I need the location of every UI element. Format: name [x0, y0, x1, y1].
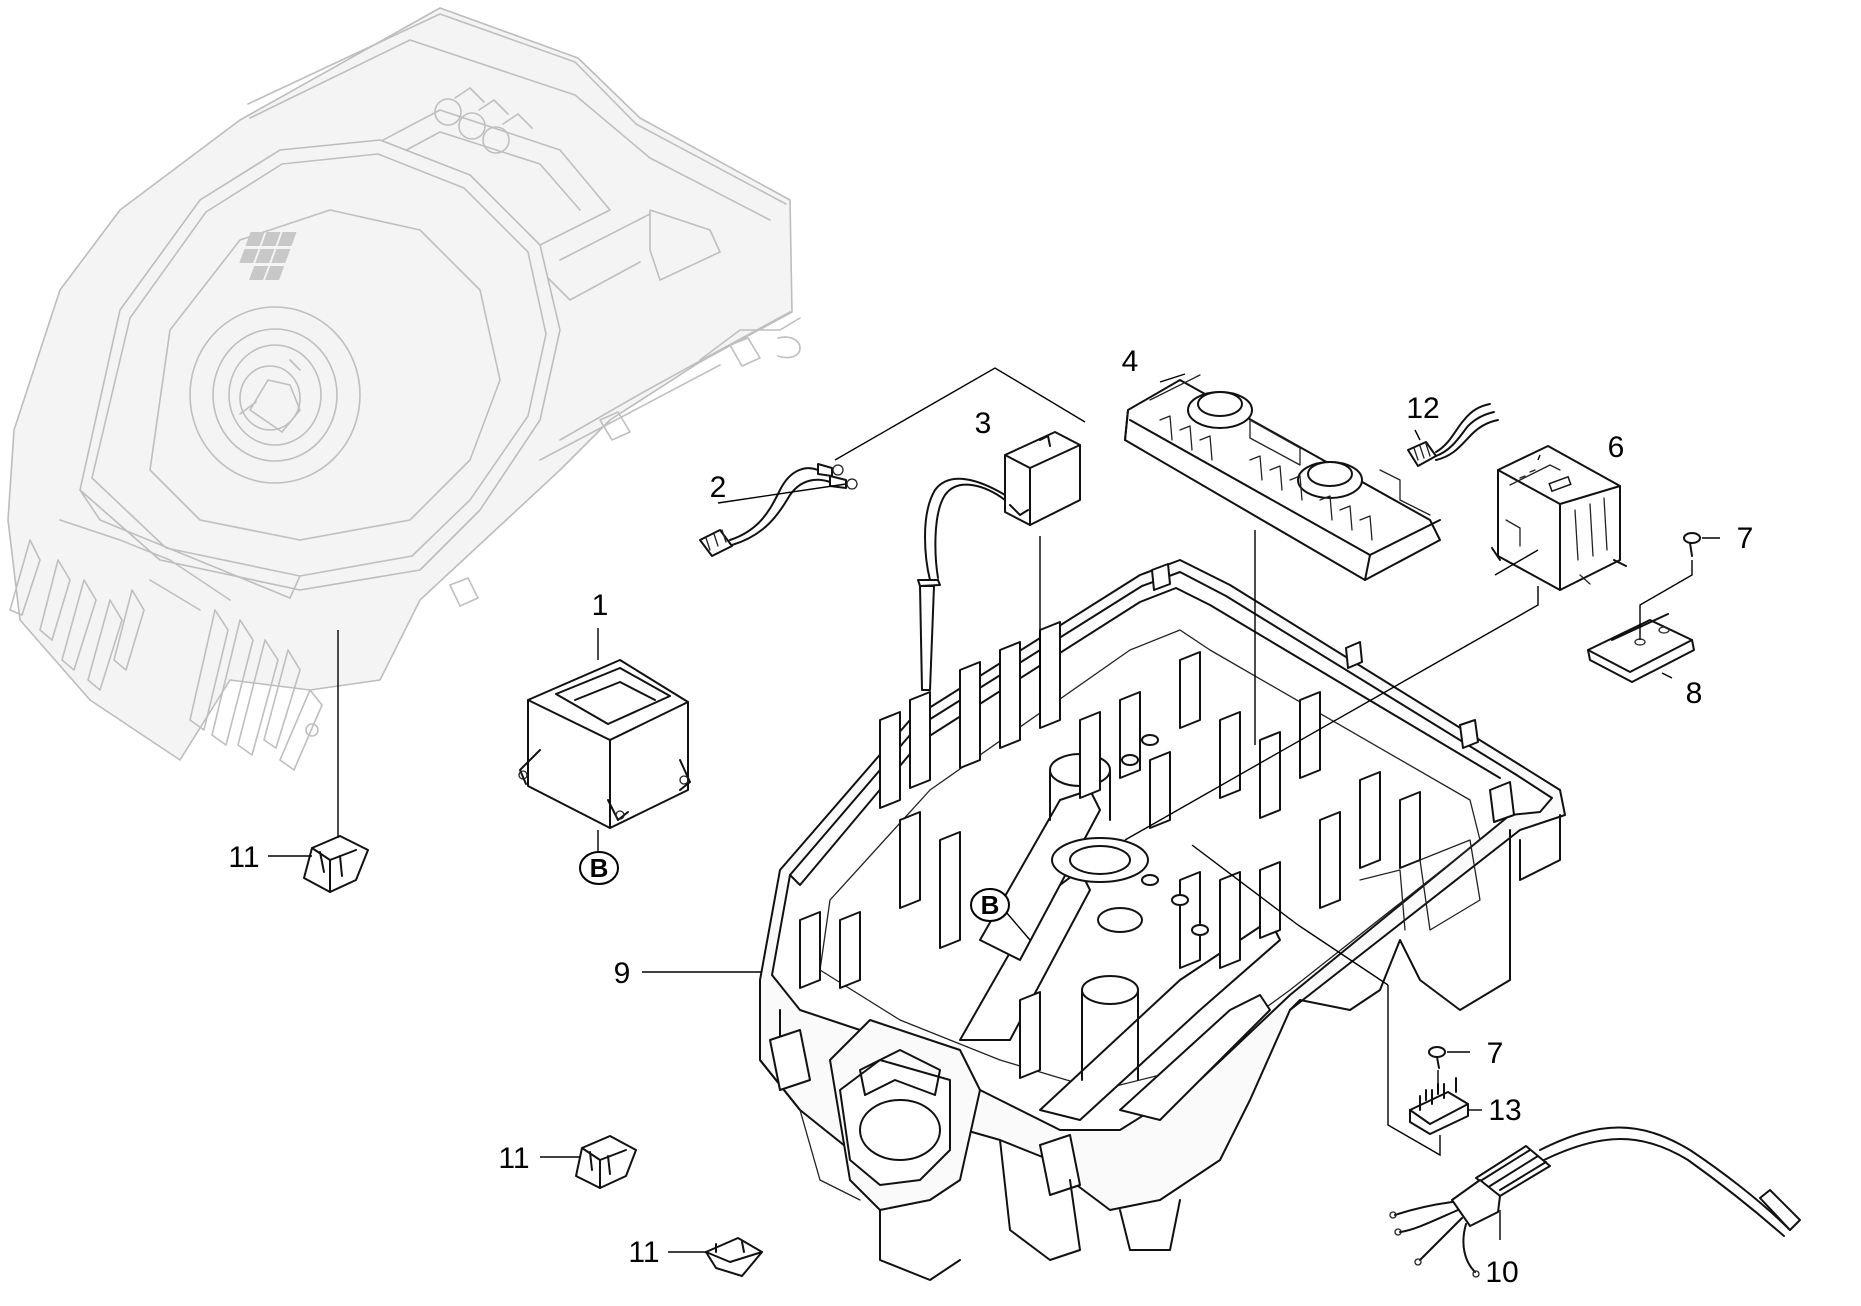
callout-2: 2 — [710, 471, 727, 504]
din-rail — [1587, 613, 1695, 683]
callout-7: 7 — [1737, 522, 1754, 555]
callout-7: 7 — [1487, 1037, 1504, 1070]
screw — [1428, 532, 1701, 1069]
b-marker: B — [970, 888, 1010, 922]
callout-12: 12 — [1406, 392, 1439, 425]
callout-11: 11 — [628, 1236, 659, 1269]
callout-8: 8 — [1686, 677, 1703, 710]
terminal-block — [1409, 1077, 1469, 1135]
callout-11: 11 — [498, 1142, 529, 1175]
callout-3: 3 — [975, 407, 992, 440]
leader-lines — [268, 367, 1720, 1253]
b-marker-label: B — [590, 853, 609, 883]
callout-9: 9 — [614, 957, 631, 990]
b-marker-label: B — [981, 890, 1000, 920]
top-cover-ghost — [7, 7, 801, 771]
control-board — [1124, 374, 1441, 581]
clip — [303, 835, 763, 1277]
callout-1: 1 — [592, 589, 609, 622]
callout-10: 10 — [1485, 1256, 1518, 1289]
callout-6: 6 — [1608, 431, 1625, 464]
callout-13: 13 — [1488, 1094, 1521, 1127]
connector — [1407, 403, 1499, 467]
b-marker: B — [579, 851, 619, 885]
power-cord — [1389, 1126, 1801, 1278]
thermostat — [917, 431, 1081, 691]
contactor — [1491, 445, 1627, 591]
callout-11: 11 — [228, 841, 259, 874]
transformer — [518, 659, 691, 829]
callout-4: 4 — [1122, 345, 1139, 378]
base-housing — [759, 559, 1566, 1281]
